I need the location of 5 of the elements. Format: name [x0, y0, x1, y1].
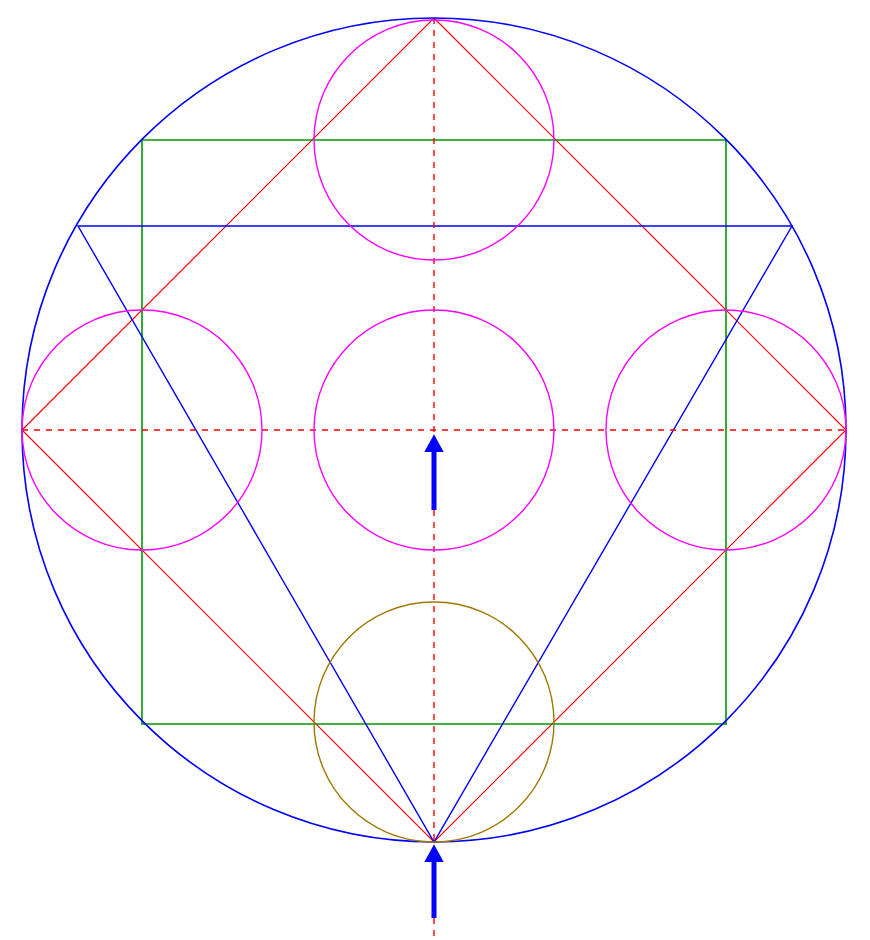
circle	[313, 309, 555, 551]
circle	[313, 601, 555, 843]
circle	[21, 309, 263, 551]
circle	[605, 309, 847, 551]
circle	[313, 19, 555, 261]
